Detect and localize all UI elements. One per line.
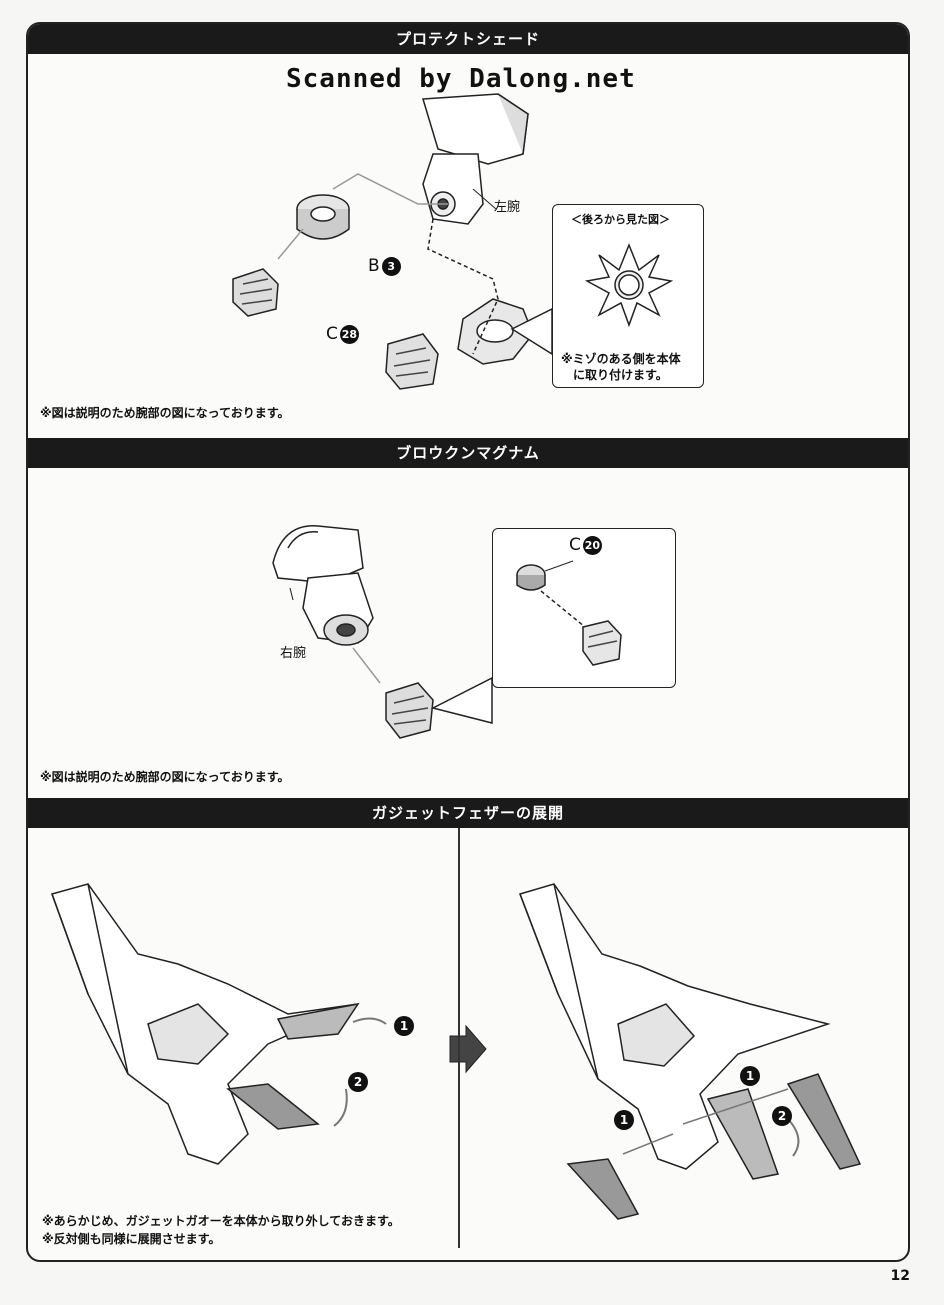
page-number: 12 bbox=[890, 1268, 910, 1284]
callout-title: ＜後ろから見た図＞ bbox=[571, 213, 670, 226]
part-number-badge: 20 bbox=[582, 535, 602, 555]
note-broken-magnum: ※図は説明のため腕部の図になっております。 bbox=[40, 770, 290, 784]
callout-c20-detail: C 20 bbox=[492, 528, 676, 688]
callout-note-line2: に取り付けます。 bbox=[573, 368, 668, 382]
c20-assembly-illustration bbox=[516, 560, 622, 666]
section-title-protect-shade: プロテクトシェード bbox=[28, 24, 908, 54]
step-badge-1-after-b: 1 bbox=[614, 1110, 634, 1130]
divider-line bbox=[458, 828, 460, 1248]
part-letter: C bbox=[326, 324, 338, 344]
part-label-c20: C 20 bbox=[569, 535, 602, 555]
step-badge-2: 2 bbox=[348, 1072, 368, 1092]
gadget-feather-before-illustration bbox=[51, 883, 387, 1165]
part-letter: C bbox=[569, 535, 581, 555]
note-gadget-feather-1: ※あらかじめ、ガジェットガオーを本体から取り外しておきます。 bbox=[42, 1214, 400, 1228]
fan-back-view-illustration bbox=[584, 242, 674, 328]
section-title-broken-magnum: ブロウクンマグナム bbox=[28, 438, 908, 468]
watermark: Scanned by Dalong.net bbox=[286, 64, 636, 94]
label-left-arm: 左腕 bbox=[494, 200, 521, 215]
section-title-gadget-feather: ガジェットフェザーの展開 bbox=[28, 798, 908, 828]
part-number-badge: 28 bbox=[339, 324, 359, 344]
gadget-feather-after-illustration bbox=[519, 883, 862, 1220]
page-frame: プロテクトシェード Scanned by Dalong.net bbox=[26, 22, 910, 1262]
callout-note-line1: ※ミゾのある側を本体 bbox=[561, 352, 681, 366]
note-protect-shade: ※図は説明のため腕部の図になっております。 bbox=[40, 406, 290, 420]
step-badge-1-after-a: 1 bbox=[740, 1066, 760, 1086]
protect-shade-illustration bbox=[232, 93, 553, 390]
label-right-arm: 右腕 bbox=[280, 646, 307, 661]
part-number-badge: 3 bbox=[381, 256, 401, 276]
step-badge-2-after: 2 bbox=[772, 1106, 792, 1126]
part-label-c28: C 28 bbox=[326, 324, 359, 344]
transition-arrow-icon bbox=[449, 1024, 487, 1074]
note-gadget-feather-2: ※反対側も同様に展開させます。 bbox=[42, 1232, 221, 1246]
callout-back-view: ＜後ろから見た図＞ ※ミゾのある側を本体 に取り付けます。 bbox=[552, 204, 704, 388]
broken-magnum-illustration bbox=[272, 525, 493, 739]
part-letter: B bbox=[368, 256, 380, 276]
step-badge-1: 1 bbox=[394, 1016, 414, 1036]
part-label-b3: B 3 bbox=[368, 256, 401, 276]
